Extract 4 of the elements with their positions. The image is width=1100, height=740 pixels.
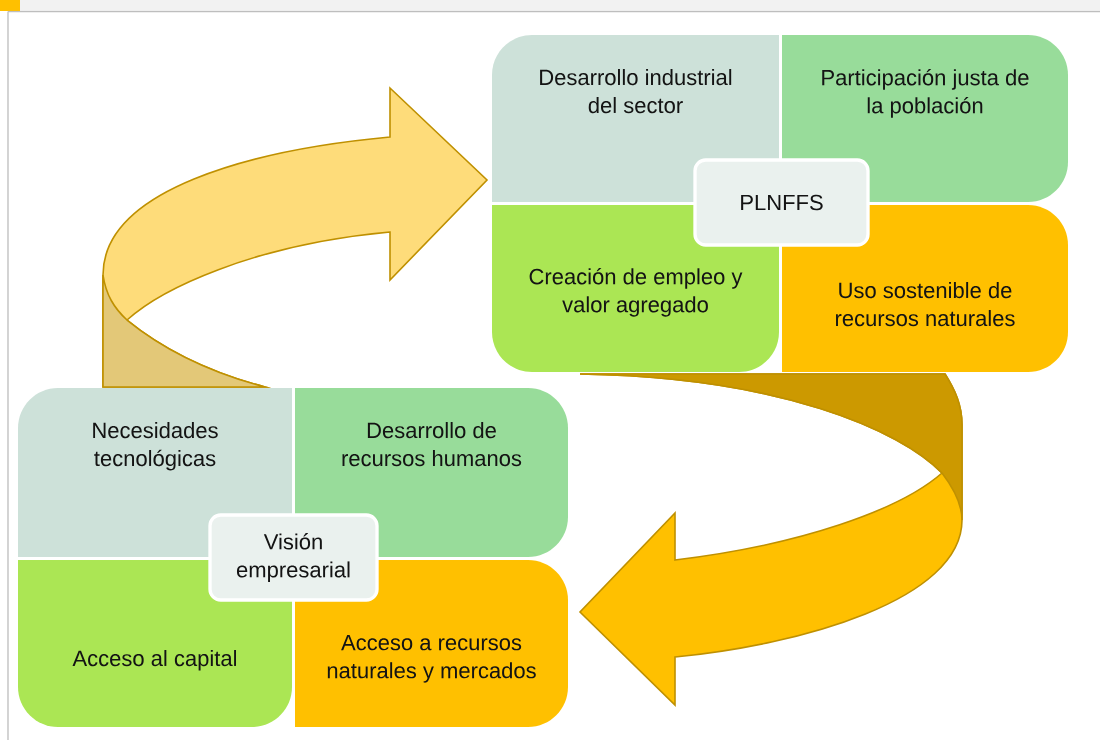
curved-arrow — [579, 373, 963, 706]
center-box: PLNFFS — [693, 158, 870, 247]
center-box: Visión empresarial — [208, 513, 379, 602]
curved-arrow — [102, 87, 488, 388]
